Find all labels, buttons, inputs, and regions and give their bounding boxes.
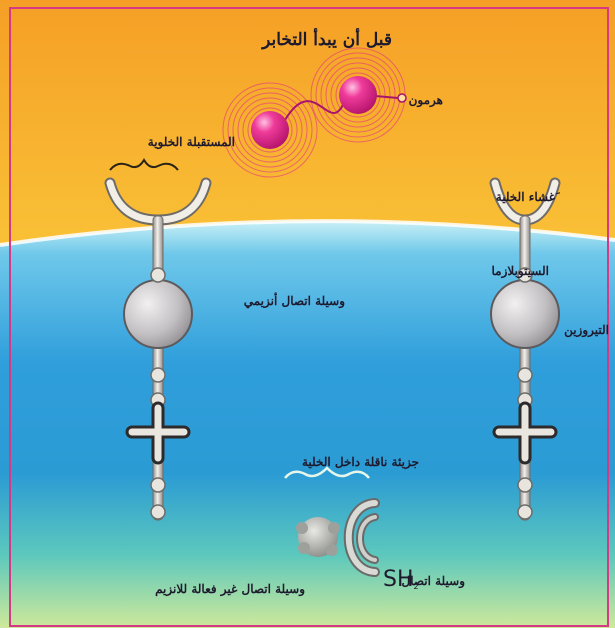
label-sh2-prefix: وسيلة اتصال xyxy=(401,574,465,588)
hormone-tail-end xyxy=(398,94,406,102)
hormone-sphere-left xyxy=(251,111,289,149)
diagram-title: قبل أن يبدأ التخابر xyxy=(262,30,392,50)
label-inactive-linker: وسيلة اتصال غير فعالة للانزيم xyxy=(155,582,305,596)
label-cell-receptor: المستقبلة الخلوية xyxy=(148,135,235,149)
hormone-sphere-right xyxy=(339,76,377,114)
label-cytoplasm: السيتوبلازما xyxy=(491,264,549,278)
label-intracellular-carrier: جزيئة ناقلة داخل الخلية xyxy=(302,455,419,469)
label-hormone: هرمون xyxy=(409,93,443,107)
label-enzyme-linker: وسيلة اتصال أنزيمي xyxy=(244,294,345,308)
label-tyrosine: التيروزين xyxy=(564,323,609,337)
label-cell-membrane: َغشاء الخلية xyxy=(496,190,555,204)
